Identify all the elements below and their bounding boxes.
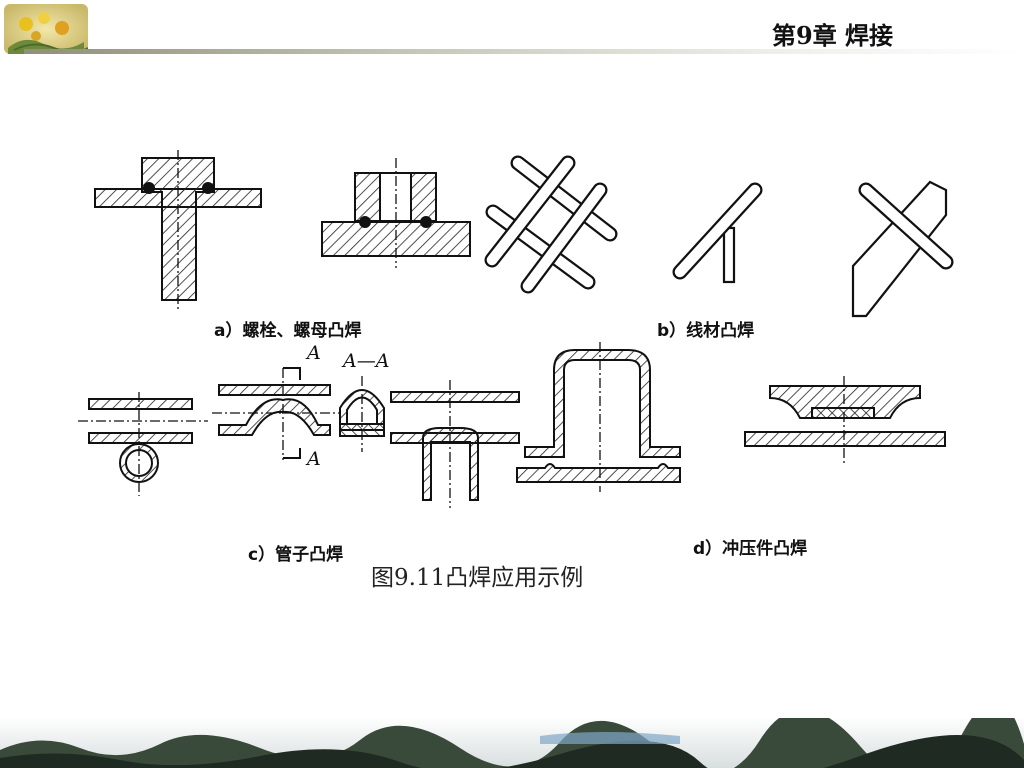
pipe-cross-weld	[78, 392, 208, 496]
section-label-bottom: A	[307, 448, 321, 470]
pipe-branch-weld	[390, 380, 520, 508]
caption-wire: b）线材凸焊	[657, 321, 755, 341]
chapter-title: 第9章 焊接	[772, 21, 894, 50]
bolt-projection-weld	[94, 150, 262, 312]
pressed-cap-weld	[516, 342, 681, 492]
pipe-section-view	[339, 376, 385, 452]
pipe-saddle-weld	[212, 367, 340, 460]
caption-bolt-nut: a）螺栓、螺母凸焊	[214, 321, 362, 341]
wire-grid-weld	[484, 155, 618, 294]
section-label-top: A	[307, 342, 321, 364]
figure-title: 图9.11凸焊应用示例	[371, 565, 584, 591]
flower-logo-icon	[4, 4, 88, 54]
pressed-dish-weld	[744, 376, 946, 465]
wire-plate-weld	[851, 180, 954, 318]
header-divider	[24, 49, 1024, 54]
landscape-strip-icon	[0, 718, 1024, 768]
caption-pipe: c）管子凸焊	[248, 545, 344, 565]
section-label-aa: A—A	[343, 350, 390, 372]
wire-t-weld	[672, 182, 763, 284]
caption-pressed-part: d）冲压件凸焊	[693, 539, 808, 559]
nut-projection-weld	[321, 158, 471, 268]
